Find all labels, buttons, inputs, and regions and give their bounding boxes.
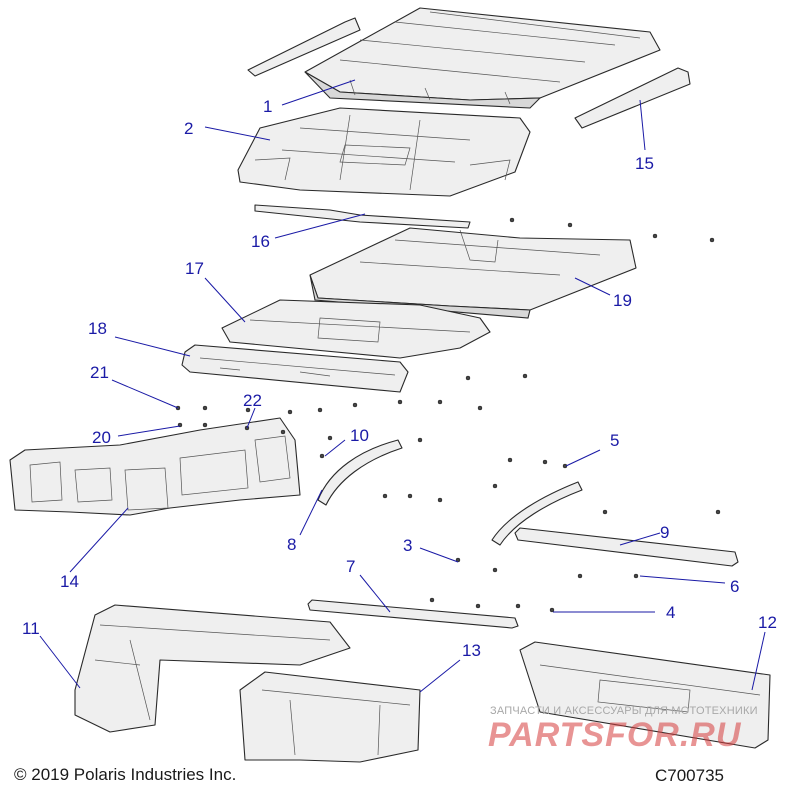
part-rear-trim-bar <box>514 527 739 567</box>
part-center-floor-panel <box>239 671 421 763</box>
callout-11: 11 <box>22 619 40 638</box>
part-lower-trim-bar <box>307 599 519 629</box>
callout-labels: 1 2 3 4 5 6 7 8 9 10 11 12 13 14 15 16 1… <box>22 97 777 660</box>
callout-8: 8 <box>287 535 296 554</box>
part-roof-top <box>304 7 661 109</box>
callout-19: 19 <box>613 291 632 310</box>
part-roof-shell <box>237 107 531 197</box>
part-seal-strip <box>254 204 471 229</box>
part-headliner <box>309 227 637 319</box>
callout-18: 18 <box>88 319 107 338</box>
copyright-text: © 2019 Polaris Industries Inc. <box>14 765 237 784</box>
callout-9: 9 <box>660 523 669 542</box>
part-a-pillar-trim-right <box>491 481 583 546</box>
watermark-logo: PARTSFOR.RU <box>488 716 742 754</box>
callout-6: 6 <box>730 577 739 596</box>
callout-15: 15 <box>635 154 654 173</box>
callout-4: 4 <box>666 603 675 622</box>
part-dash-frame <box>9 417 301 516</box>
callout-13: 13 <box>462 641 481 660</box>
callout-20: 20 <box>92 428 111 447</box>
callout-21: 21 <box>90 363 109 382</box>
callout-14: 14 <box>60 572 79 591</box>
callout-1: 1 <box>263 97 272 116</box>
part-inner-liner <box>221 299 491 359</box>
callout-22: 22 <box>243 391 262 410</box>
callout-5: 5 <box>610 431 619 450</box>
part-rear-panel <box>519 641 771 749</box>
callout-16: 16 <box>251 232 270 251</box>
callout-17: 17 <box>185 259 204 278</box>
part-roof-trim-strips <box>247 17 691 129</box>
watermark-subtitle: ЗАПЧАСТИ И АКСЕССУАРЫ ДЛЯ МОТОТЕХНИКИ <box>490 705 758 717</box>
callout-2: 2 <box>184 119 193 138</box>
callout-7: 7 <box>346 557 355 576</box>
leader-lines <box>39 79 766 693</box>
callout-12: 12 <box>758 613 777 632</box>
part-front-panel <box>181 344 409 393</box>
drawing-code: C700735 <box>655 766 725 785</box>
part-side-panel-left <box>74 604 351 733</box>
fastener-group <box>175 217 721 613</box>
callout-10: 10 <box>350 426 369 445</box>
part-a-pillar-trim-left <box>317 439 403 506</box>
callout-3: 3 <box>403 536 412 555</box>
